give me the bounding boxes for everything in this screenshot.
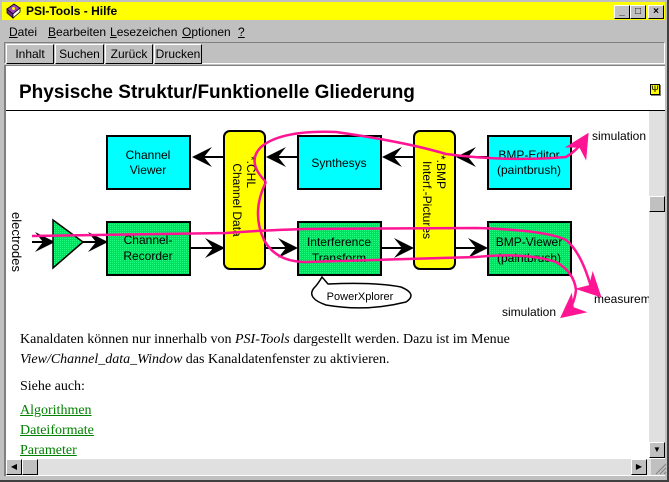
- back-button[interactable]: Zurück: [105, 44, 153, 64]
- interference-transform-box: [297, 221, 382, 276]
- psi-icon[interactable]: Ψ: [650, 84, 660, 95]
- button-label: Drucken: [155, 47, 201, 61]
- menu-bar: Datei Bearbeiten Lesezeichen Optionen ?: [2, 22, 665, 40]
- menu-mnemonic: D: [9, 25, 18, 39]
- minimize-button[interactable]: _: [614, 5, 630, 19]
- menu-label: earbeiten: [56, 25, 107, 39]
- paragraph-line-2: View/Channel_data_Window das Kanaldatenf…: [20, 352, 389, 368]
- scroll-right-button[interactable]: ▶: [631, 459, 647, 475]
- button-bar: Inhalt Suchen Zurück Drucken: [4, 42, 665, 64]
- menu-mnemonic: B: [48, 25, 57, 39]
- maximize-button[interactable]: □: [630, 5, 646, 19]
- see-also-label: Siehe auch:: [20, 379, 85, 394]
- channel-recorder-label-1: Channel-: [124, 233, 173, 247]
- horizontal-scroll-thumb[interactable]: [22, 459, 38, 475]
- italic-text: PSI-Tools: [235, 332, 290, 347]
- minimize-icon: _: [619, 6, 625, 17]
- resize-grip-icon: [655, 463, 667, 475]
- menu-datei[interactable]: Datei: [9, 25, 37, 39]
- button-label: Suchen: [59, 47, 100, 61]
- electrodes-label: electrodes: [9, 212, 24, 272]
- contents-button[interactable]: Inhalt: [6, 44, 54, 64]
- text-span: Kanaldaten können nur innerhalb von: [20, 332, 235, 347]
- menu-help[interactable]: ?: [238, 25, 245, 39]
- scroll-left-button[interactable]: ◀: [6, 459, 22, 475]
- simulation-top-label: simulation: [592, 129, 646, 143]
- paragraph-line-1: Kanaldaten können nur innerhalb von PSI-…: [20, 332, 510, 348]
- close-button[interactable]: ×: [648, 5, 664, 19]
- left-arrow-icon: ◀: [10, 462, 18, 471]
- measurement-label: measurement: [594, 292, 651, 306]
- bmp-viewer-label-2: (paintbrush): [497, 251, 561, 265]
- italic-text: View/Channel_data_Window: [20, 352, 183, 367]
- title-bar[interactable]: PSI-Tools - Hilfe _ □ ×: [2, 2, 665, 20]
- menu-mnemonic: ?: [238, 25, 245, 39]
- powerxplorer-label: PowerXplorer: [327, 291, 394, 303]
- bmp-editor-box: [487, 135, 572, 190]
- interference-label-1: Interference: [307, 235, 371, 249]
- menu-optionen[interactable]: Optionen: [182, 25, 231, 39]
- interference-label-2: Transform: [312, 251, 366, 265]
- scrolling-region: electrodes Channel Viewer Channel- Recor…: [6, 112, 665, 476]
- menu-lesezeichen[interactable]: Lesezeichen: [110, 25, 177, 39]
- window-title: PSI-Tools - Hilfe: [26, 4, 118, 18]
- annotation-path-group: [31, 130, 602, 319]
- search-button[interactable]: Suchen: [55, 44, 104, 64]
- bmp-pictures-box: [413, 130, 456, 270]
- page-title: Physische Struktur/Funktionelle Gliederu…: [19, 82, 415, 103]
- link-dateiformate[interactable]: Dateiformate: [20, 423, 94, 438]
- link-parameter[interactable]: Parameter: [20, 443, 77, 458]
- channel-viewer-box: [106, 135, 191, 190]
- synthesys-box: [297, 135, 382, 190]
- close-icon: ×: [653, 6, 659, 17]
- resize-grip[interactable]: [651, 459, 667, 475]
- menu-label: esezeichen: [116, 25, 178, 39]
- menu-mnemonic: L: [110, 25, 117, 39]
- menu-label: atei: [17, 25, 38, 39]
- powerxplorer-callout: [311, 275, 412, 309]
- menu-label: ptionen: [191, 25, 231, 39]
- maximize-icon: □: [634, 6, 642, 17]
- menu-mnemonic: O: [182, 25, 192, 39]
- chl-data-label-2: Channel Data: [230, 163, 244, 237]
- bmp-pictures-label-1: *.BMP: [434, 155, 448, 189]
- scroll-down-button[interactable]: ▼: [649, 442, 665, 458]
- horizontal-scrollbar[interactable]: ◀ ▶: [6, 459, 651, 475]
- chl-data-label-1: *.CHL: [244, 156, 258, 188]
- text-span: das Kanaldatenfenster zu aktivieren.: [182, 352, 390, 367]
- bmp-editor-label-2: (paintbrush): [497, 163, 561, 177]
- text-span: dargestellt werden. Dazu ist im Menue: [289, 332, 510, 347]
- simulation-top-path: [253, 130, 589, 183]
- link-algorithmen[interactable]: Algorithmen: [20, 403, 92, 418]
- channel-recorder-label-2: Recorder: [123, 249, 172, 263]
- help-content: Physische Struktur/Funktionelle Gliederu…: [4, 65, 665, 476]
- menu-bearbeiten[interactable]: Bearbeiten: [48, 25, 106, 39]
- simulation-bottom-label: simulation: [502, 305, 556, 319]
- button-label: Inhalt: [15, 47, 45, 61]
- help-book-icon: [6, 3, 21, 19]
- channel-recorder-box: [106, 221, 191, 276]
- amplifier-triangle: [52, 218, 85, 270]
- vertical-scroll-thumb[interactable]: [649, 196, 665, 212]
- bmp-pictures-label-2: Interf.-Pictures: [420, 161, 434, 239]
- channel-viewer-label-2: Viewer: [130, 163, 166, 177]
- button-label: Zurück: [110, 47, 148, 61]
- simulation-bottom-path: [256, 181, 588, 319]
- right-arrow-icon: ▶: [635, 462, 643, 471]
- non-scrolling-region: Physische Struktur/Funktionelle Gliederu…: [6, 66, 665, 111]
- bmp-viewer-label-1: BMP-Viewer: [496, 235, 562, 249]
- channel-viewer-label-1: Channel: [126, 148, 171, 162]
- down-arrow-icon: ▼: [653, 445, 661, 454]
- structure-diagram: electrodes Channel Viewer Channel- Recor…: [9, 129, 651, 319]
- print-button[interactable]: Drucken: [154, 44, 202, 64]
- synthesys-label: Synthesys: [311, 156, 366, 170]
- vertical-scrollbar[interactable]: ▼: [649, 111, 665, 458]
